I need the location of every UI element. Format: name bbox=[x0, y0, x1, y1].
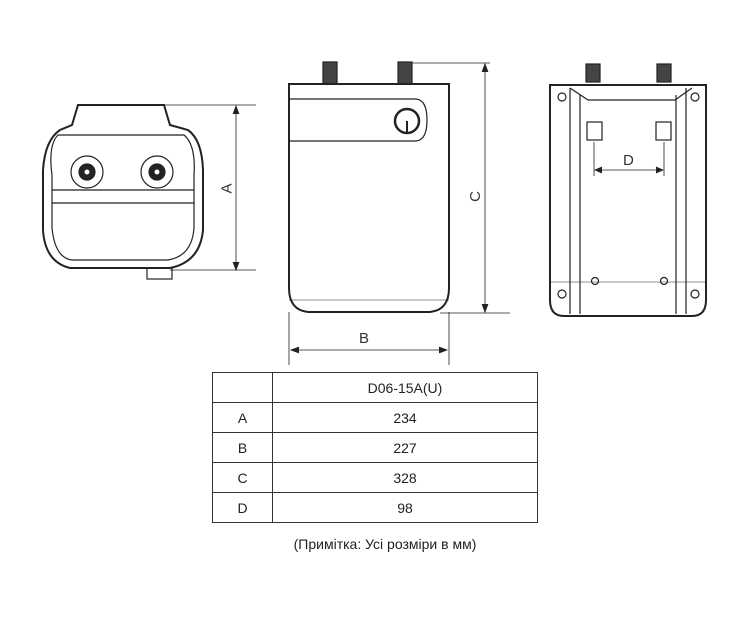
front-view-drawing bbox=[42, 104, 256, 280]
dimension-key: B bbox=[212, 432, 273, 463]
table-row: C 328 bbox=[212, 462, 538, 493]
dimension-label-d: D bbox=[623, 152, 634, 169]
units-note: (Примітка: Усі розміри в мм) bbox=[293, 536, 477, 552]
dimension-key: A bbox=[212, 402, 273, 433]
dimensions-table: D06-15A(U) A 234 B 227 C 328 D 98 bbox=[212, 372, 538, 523]
table-header-row: D06-15A(U) bbox=[212, 372, 538, 403]
dimension-value: 227 bbox=[272, 432, 538, 463]
dimension-value: 234 bbox=[272, 402, 538, 433]
dimension-value: 98 bbox=[272, 492, 538, 523]
dimension-label-a: A bbox=[218, 183, 236, 194]
dimension-key: D bbox=[212, 492, 273, 523]
dimension-value: 328 bbox=[272, 462, 538, 493]
table-row: B 227 bbox=[212, 432, 538, 463]
dimension-label-c: C bbox=[466, 191, 484, 202]
dimension-key: C bbox=[212, 462, 273, 493]
dimension-label-b: B bbox=[359, 330, 370, 347]
header-cell-model: D06-15A(U) bbox=[272, 372, 538, 403]
header-cell-empty bbox=[212, 372, 273, 403]
side-view-drawing bbox=[288, 61, 510, 365]
back-view-drawing bbox=[549, 63, 707, 317]
table-row: A 234 bbox=[212, 402, 538, 433]
table-row: D 98 bbox=[212, 492, 538, 523]
